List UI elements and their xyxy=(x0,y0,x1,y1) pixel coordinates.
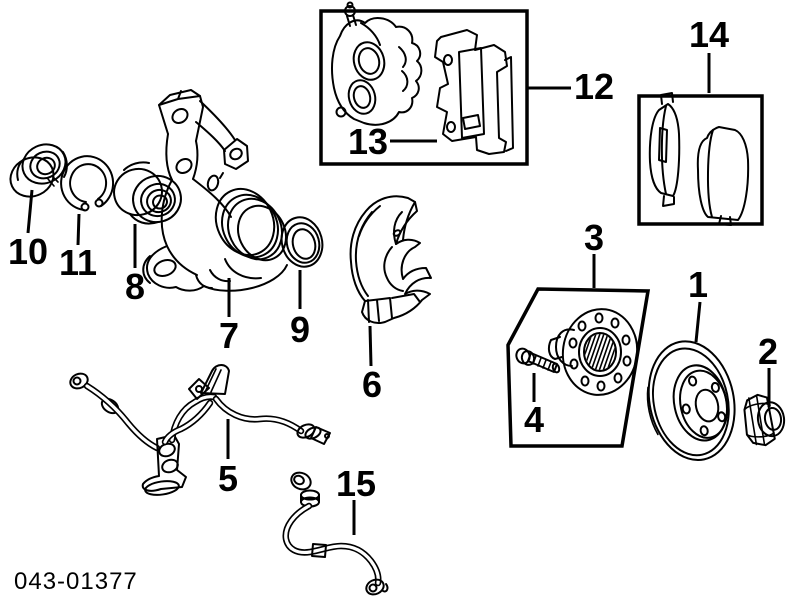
brake-pads-drawing xyxy=(648,92,750,226)
callout-10: 10 xyxy=(8,231,48,272)
callout-13: 13 xyxy=(348,121,388,162)
callout-9: 9 xyxy=(290,309,310,350)
callout-6: 6 xyxy=(362,364,382,405)
callout-1: 1 xyxy=(688,264,708,305)
callout-3: 3 xyxy=(584,217,604,258)
callout-12: 12 xyxy=(574,66,614,107)
grease-seal-drawing xyxy=(280,216,324,268)
abs-sensor-harness-drawing xyxy=(69,364,331,496)
leader-1 xyxy=(694,301,702,343)
hub-nut-drawing xyxy=(743,393,786,447)
callout-5: 5 xyxy=(218,458,238,499)
callout-11: 11 xyxy=(59,242,97,283)
oil-seal-drawing xyxy=(9,143,68,198)
callout-labels: 1 2 3 4 5 6 7 8 9 10 11 12 13 14 15 xyxy=(8,14,778,504)
caliper-assembly-box xyxy=(319,9,529,166)
brake-hose-drawing xyxy=(282,471,389,596)
caliper-bracket-drawing xyxy=(434,29,514,155)
callout-2: 2 xyxy=(758,331,778,372)
brake-rotor-drawing xyxy=(646,340,736,462)
leader-6 xyxy=(368,325,373,367)
callout-8: 8 xyxy=(125,266,145,307)
callout-14: 14 xyxy=(689,14,729,55)
callout-4: 4 xyxy=(524,399,544,440)
wheel-stud-drawing xyxy=(515,347,561,374)
leader-11 xyxy=(76,213,81,246)
hub-unit-box xyxy=(506,287,651,448)
brake-caliper-drawing xyxy=(331,1,423,126)
snap-ring-drawing xyxy=(60,155,115,212)
callout-15: 15 xyxy=(336,463,376,504)
figure-code: 043-01377 xyxy=(14,568,138,595)
wheel-bearing-drawing xyxy=(113,161,182,225)
leader-10 xyxy=(26,189,34,234)
callout-leader-lines xyxy=(26,53,771,535)
wheel-hub-drawing xyxy=(547,308,639,396)
steering-knuckle-drawing xyxy=(142,89,288,292)
splash-shield-drawing xyxy=(349,195,432,324)
brake-pads-box xyxy=(637,94,764,226)
callout-7: 7 xyxy=(219,315,239,356)
